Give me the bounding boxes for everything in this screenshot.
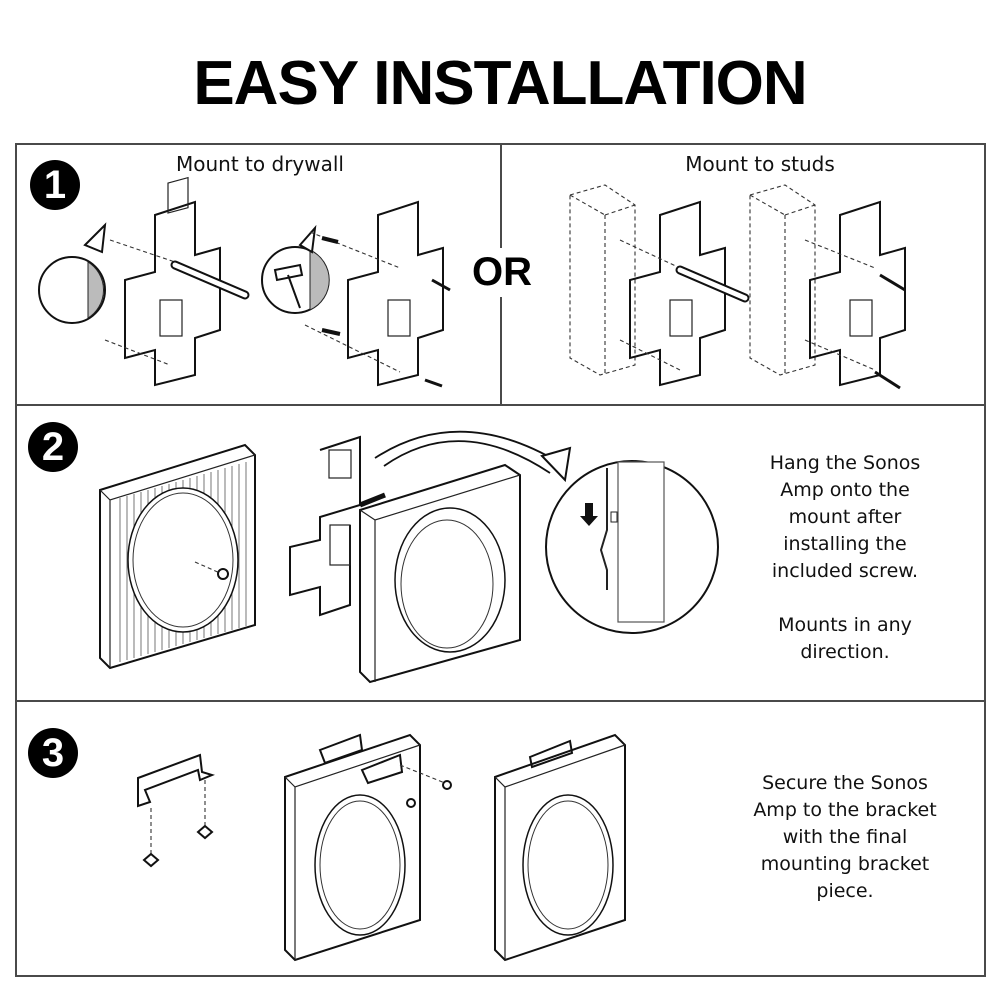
stud-outline [569,184,636,376]
callout-arrow [83,222,107,254]
or-separator: OR [470,248,534,297]
step-3-badge: 3 [28,728,78,778]
step-3-description: Secure the Sonos Amp to the bracket with… [720,770,970,905]
screw-icon [879,273,906,292]
drywall-texture [87,261,105,319]
desc-line: Amp to the bracket [753,799,937,821]
amp-circle [522,794,614,936]
screw-icon [217,568,229,580]
bracket-profile [599,468,608,590]
page-title: EASY INSTALLATION [193,49,807,118]
bracket-icon [289,435,361,617]
stud-outline [749,184,816,376]
screw-icon [874,370,901,390]
detail-magnifier [545,460,719,634]
amp-mounted-illustration [494,733,626,962]
amp-front-illustration [359,463,521,684]
amp-back-illustration [99,443,256,670]
anchor-screw-icon [321,328,341,336]
note-line: Mounts in any [778,614,912,636]
bracket-icon [629,200,726,387]
desc-line: mount after [788,506,902,528]
step-2-description: Hang the Sonos Amp onto the mount after … [730,450,960,666]
drywall-label: Mount to drywall [176,152,344,176]
desc-line: included screw. [771,560,919,582]
step-1-badge: 1 [30,160,80,210]
bracket-piece [137,753,215,808]
desc-line: installing the [783,533,907,555]
bracket-piece [528,739,574,769]
screw-icon [431,278,451,292]
screw-icon [442,780,452,790]
anchor-screw-icon [321,236,339,244]
loose-bracket-illustration [137,753,215,868]
down-arrow-icon [580,503,598,526]
stud-screw-illustration [749,184,906,390]
drywall-mark-illustration [38,176,250,387]
bracket-icon [124,200,221,387]
studs-label: Mount to studs [685,152,835,176]
bracket-icon [347,200,444,387]
amp-bracket-attach-illustration [284,733,452,962]
screw-icon [406,798,416,808]
step-2-badge: 2 [28,422,78,472]
bracket-icon [809,200,906,387]
screw-icon [424,378,443,388]
desc-line: Hang the Sonos [769,452,921,474]
up-arrow-icon [359,492,386,508]
magnifier-circle [38,256,106,324]
bracket-hang-illustration [289,435,361,617]
direction-arrow [374,430,572,483]
desc-line: mounting bracket [760,853,930,875]
nut-icon [142,852,160,868]
desc-line: piece. [816,880,874,902]
bracket-piece [360,753,404,785]
callout-arrow [298,224,317,254]
drywall-texture [309,249,330,311]
hammer-icon [273,263,304,309]
desc-line: with the final [782,826,908,848]
bracket-piece [318,733,364,765]
amp-front-circle [394,507,506,653]
stud-mark-illustration [569,184,750,387]
amp-back-circle [127,487,239,633]
drywall-anchor-illustration [261,200,451,388]
desc-line: Amp onto the [780,479,910,501]
note-line: direction. [800,641,890,663]
nut-icon [196,824,214,840]
amp-circle [314,794,406,936]
desc-line: Secure the Sonos [762,772,928,794]
